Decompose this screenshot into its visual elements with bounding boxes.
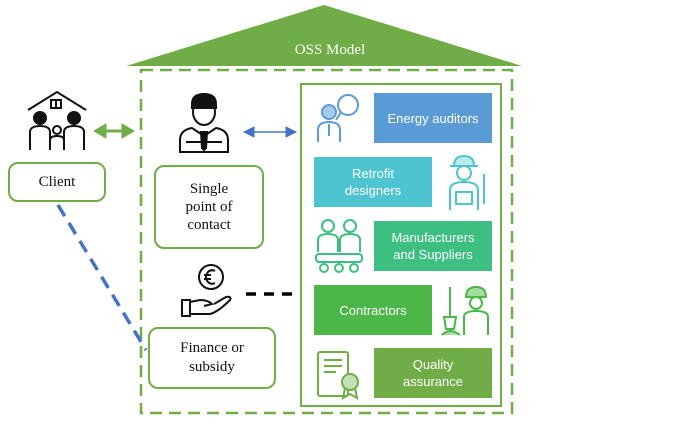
client-label: Client — [38, 173, 76, 190]
role-label-line: Energy auditors — [387, 110, 479, 126]
roof — [126, 5, 522, 66]
role-label-line: Manufacturers — [391, 230, 475, 245]
businessman-icon — [179, 92, 229, 153]
role-label-line: and Suppliers — [393, 247, 473, 262]
contact-box: Single point of contact — [154, 165, 264, 249]
house-outline — [139, 68, 514, 415]
euro-hand-icon — [181, 264, 232, 317]
model-title: OSS Model — [294, 42, 366, 58]
role-energy-auditors: Energy auditors — [374, 93, 492, 143]
role-label-line: Retrofit — [352, 166, 394, 181]
designer-worker-icon — [449, 154, 485, 210]
contact-label-line: point of — [185, 199, 233, 215]
contractor-shovel-icon — [441, 285, 489, 336]
client-box: Client — [8, 162, 106, 202]
role-label-line: designers — [344, 183, 402, 198]
contact-label-line: contact — [187, 217, 231, 233]
contact-label-line: Single — [189, 181, 229, 197]
factory-workers-icon — [315, 219, 363, 273]
finance-label-line: Finance or — [180, 340, 244, 356]
client-contact-arrow — [93, 123, 135, 139]
role-label-line: Quality — [412, 357, 454, 372]
auditor-magnifier-icon — [317, 94, 359, 142]
role-quality-assurance: Quality assurance — [374, 348, 492, 398]
finance-box: Finance or subsidy — [148, 327, 276, 389]
role-retrofit-designers: Retrofit designers — [314, 157, 432, 207]
certificate-icon — [317, 351, 359, 400]
role-manufacturers-suppliers: Manufacturers and Suppliers — [374, 221, 492, 271]
house-family-icon — [27, 90, 87, 150]
role-contractors: Contractors — [314, 285, 432, 335]
client-finance-dashed-line — [56, 204, 148, 351]
partners-frame — [300, 83, 502, 407]
role-label-line: assurance — [403, 374, 463, 389]
finance-label-line: subsidy — [189, 359, 235, 375]
role-label-line: Contractors — [339, 302, 407, 318]
contact-partners-arrow — [242, 126, 298, 138]
